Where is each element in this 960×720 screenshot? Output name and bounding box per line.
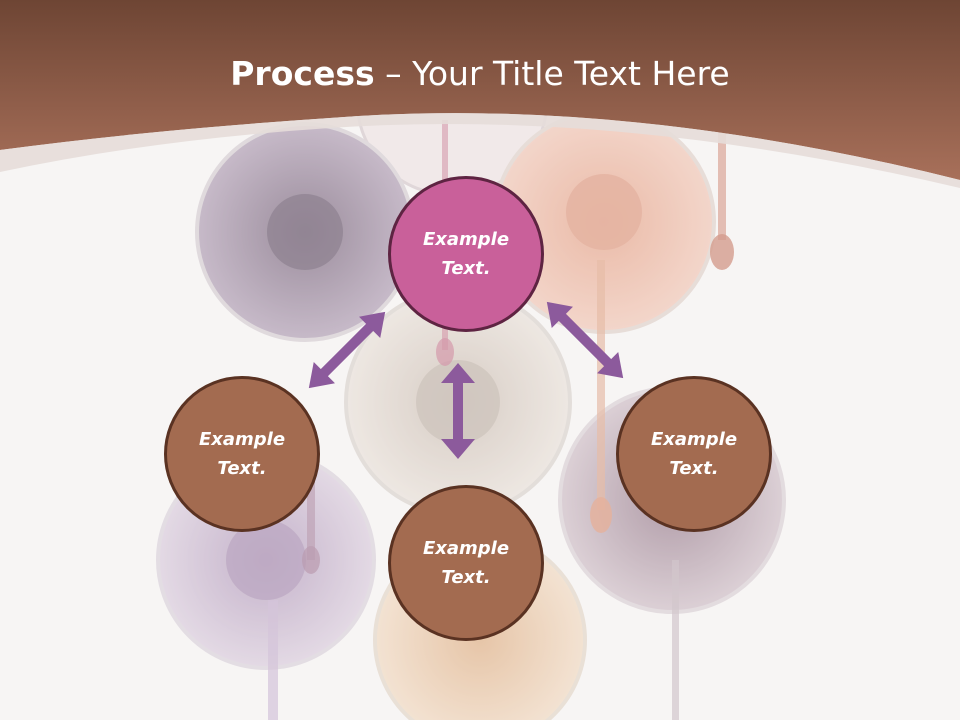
process-node-top[interactable]: Example Text. xyxy=(388,176,544,332)
double-arrow-vertical-icon xyxy=(441,363,475,459)
process-node-bottom[interactable]: Example Text. xyxy=(388,485,544,641)
process-node-left-label: Example Text. xyxy=(198,429,286,479)
double-arrow-upper-right-icon xyxy=(546,301,624,379)
process-node-bottom-label: Example Text. xyxy=(422,538,510,588)
title-rest: – Your Title Text Here xyxy=(374,54,730,93)
double-arrow-upper-left-icon xyxy=(308,311,386,389)
process-node-right-label: Example Text. xyxy=(650,429,738,479)
header-band xyxy=(0,0,960,180)
process-node-top-label: Example Text. xyxy=(422,229,510,279)
title-bold: Process xyxy=(230,54,375,93)
process-node-left[interactable]: Example Text. xyxy=(164,376,320,532)
process-node-right[interactable]: Example Text. xyxy=(616,376,772,532)
slide-title: Process – Your Title Text Here xyxy=(0,52,960,96)
